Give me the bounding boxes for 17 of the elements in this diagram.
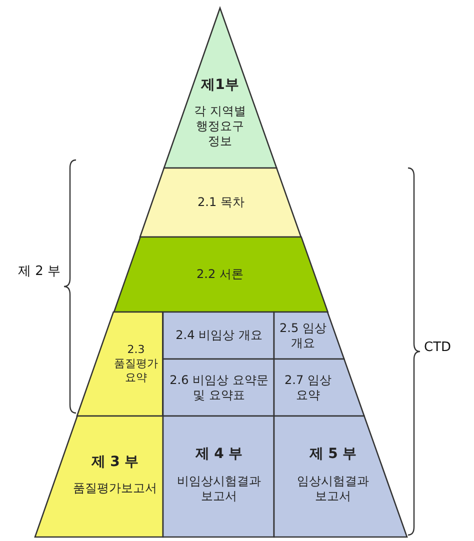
part-heading: 제 4 부 <box>195 446 243 464</box>
part-heading: 제1부 <box>201 76 239 94</box>
section-label: 2.4 비임상 개요 <box>176 328 262 343</box>
part-heading: 제 5 부 <box>309 446 357 464</box>
section-label: 2.6 비임상 요약문 및 요약표 <box>168 372 270 402</box>
brace-label: 제 2 부 <box>18 263 61 280</box>
section-label: 2.7 임상 요약 <box>284 372 332 402</box>
section-label: 2.1 목차 <box>198 194 244 210</box>
section-label: 비임상시험결과 보고서 <box>176 474 262 504</box>
section-label: 2.3 품질평가 요약 <box>112 343 159 385</box>
brace-label: CTD <box>424 340 452 355</box>
section-label: 품질평가보고서 <box>73 481 157 496</box>
section-label: 임상시험결과 보고서 <box>296 474 370 504</box>
section-label: 각 지역별 행정요구 정보 <box>193 104 247 150</box>
section-label: 2.2 서론 <box>196 266 244 282</box>
section-label: 2.5 임상 개요 <box>278 320 328 350</box>
part-heading: 제 3 부 <box>91 454 139 472</box>
